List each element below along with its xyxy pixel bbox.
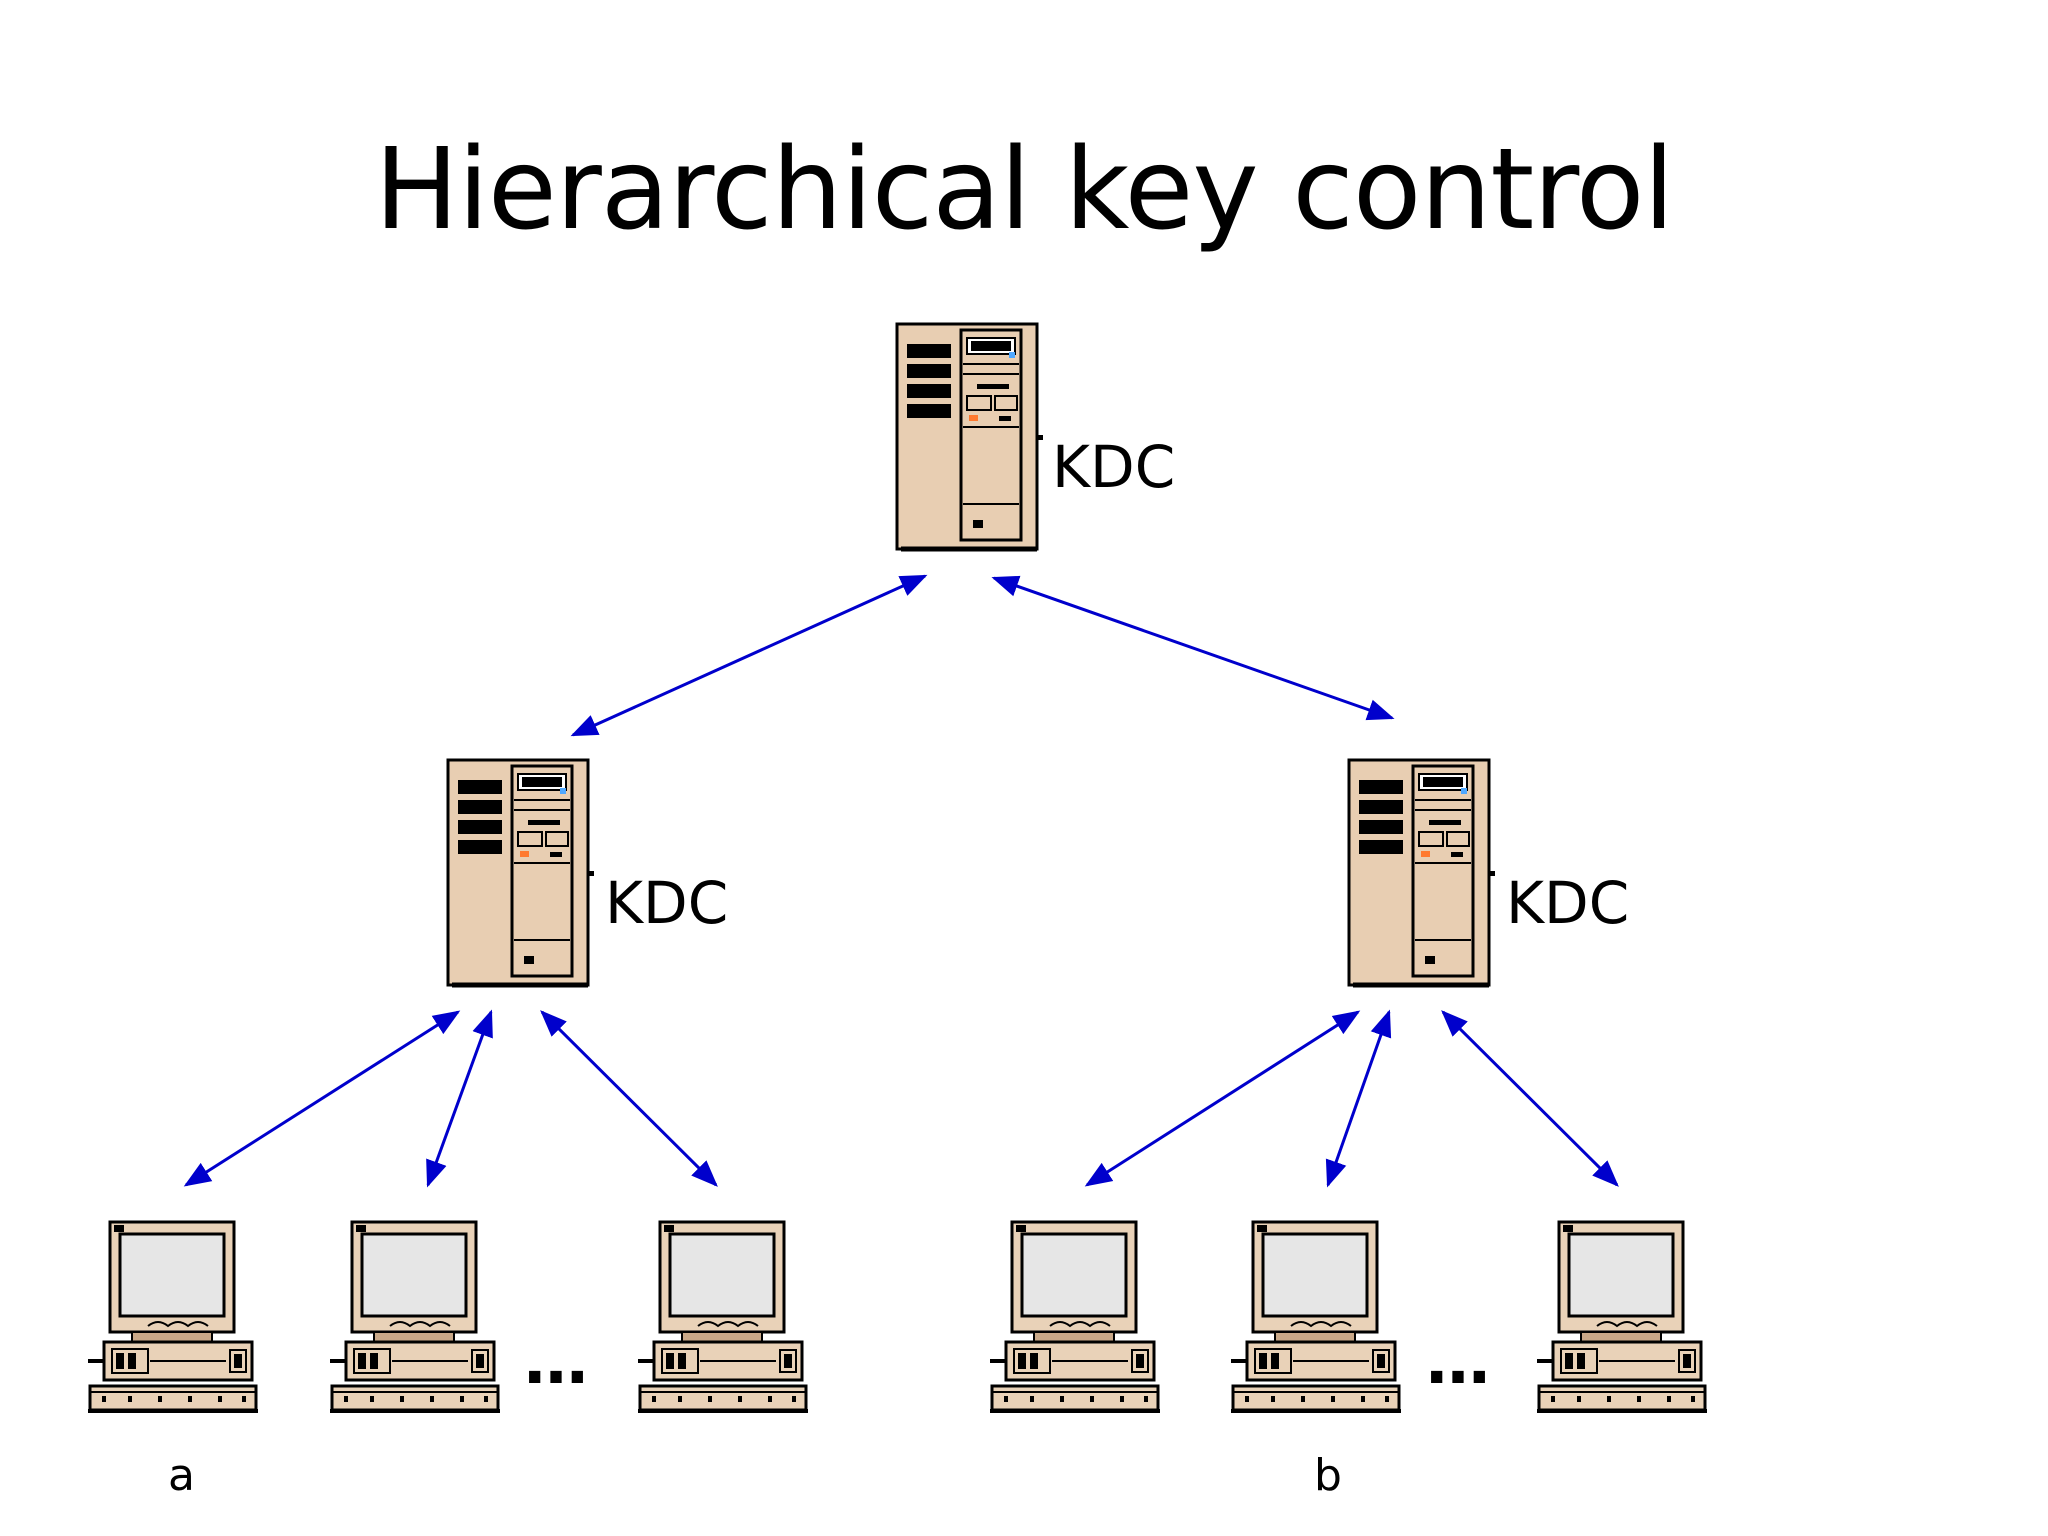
right-hosts-ellipsis: … [1426, 1325, 1494, 1399]
right-kdc-server-icon [1349, 760, 1495, 985]
host-a-label: a [168, 1450, 195, 1501]
host-b-label: b [1314, 1450, 1342, 1501]
link-left-host-1 [183, 1010, 461, 1187]
host-b1-computer-icon [988, 1220, 1162, 1413]
link-right-host-3 [1441, 1010, 1619, 1187]
left-kdc-server-icon [448, 760, 594, 985]
root-kdc-label: KDC [1052, 433, 1176, 501]
link-right-host-2 [1325, 1009, 1392, 1188]
link-left-host-2 [426, 1009, 493, 1188]
root-kdc-server-icon [897, 324, 1043, 549]
link-right-host-1 [1084, 1010, 1361, 1187]
connections [183, 574, 1619, 1188]
link-left-host-3 [540, 1010, 718, 1187]
host-a3-computer-icon [636, 1220, 810, 1413]
host-a2-computer-icon [328, 1220, 502, 1413]
link-root-left [570, 574, 928, 737]
slide-title: Hierarchical key control [374, 125, 1675, 255]
left-kdc-label: KDC [605, 869, 729, 937]
host-a1-computer-icon [86, 1220, 260, 1413]
link-root-right [991, 575, 1395, 721]
host-b2-computer-icon [1229, 1220, 1403, 1413]
left-hosts-ellipsis: … [524, 1325, 592, 1399]
host-b3-computer-icon [1535, 1220, 1709, 1413]
right-kdc-label: KDC [1506, 869, 1630, 937]
